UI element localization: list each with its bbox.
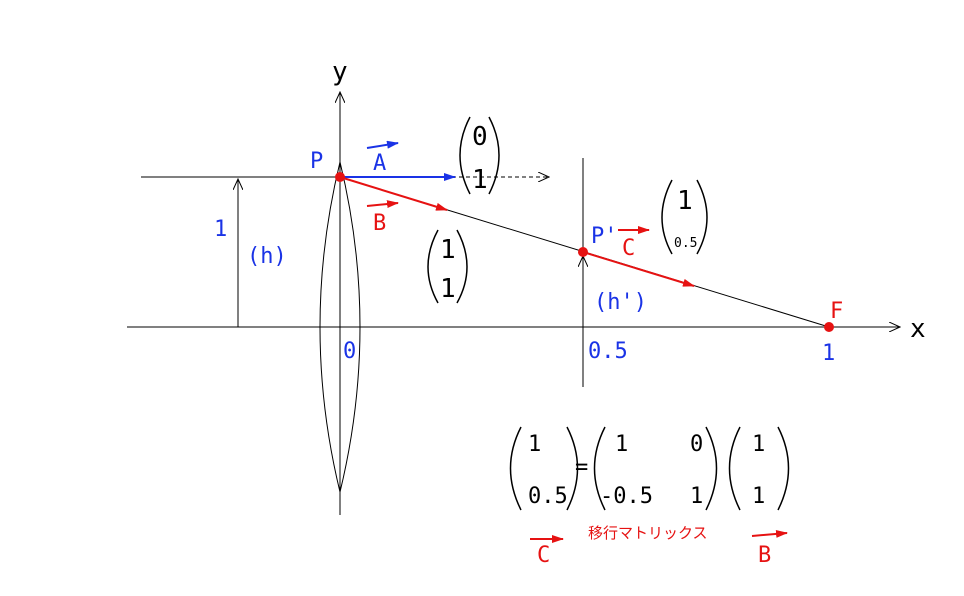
- matrix-cell-12: 0: [690, 432, 703, 457]
- point-p-label: P: [310, 149, 323, 174]
- vector-a-overline-arrow: [366, 140, 399, 149]
- point-f-label: F: [830, 299, 843, 324]
- lhs-right-bracket: [566, 426, 579, 511]
- vector-c-label: C: [622, 236, 635, 261]
- tick-label-half: 0.5: [588, 339, 628, 364]
- point-p-prime-dot: [578, 247, 588, 257]
- matrix-cell-11: 1: [615, 432, 628, 457]
- caption-b-label: B: [758, 543, 771, 568]
- height-value-label: 1: [214, 217, 227, 242]
- lens-shape: [319, 161, 361, 493]
- point-p-dot: [335, 172, 345, 182]
- caption-c-label: C: [537, 543, 550, 568]
- vector-c-value-bottom: 0.5: [674, 236, 697, 251]
- rhs-left-bracket: [728, 426, 741, 511]
- matrix-cell-22: 1: [690, 484, 703, 509]
- equals-sign: =: [575, 455, 588, 480]
- vector-b-arrow: [339, 176, 448, 211]
- vector-b-value-top: 1: [440, 235, 456, 265]
- matrix-left-bracket: [593, 426, 606, 511]
- vector-a-value-top: 0: [472, 122, 488, 152]
- tick-label-one: 1: [822, 341, 835, 366]
- height-h-prime-label: (h'): [594, 290, 647, 315]
- point-f-dot: [824, 322, 834, 332]
- vector-a-label: A: [373, 151, 386, 176]
- vector-a-value-bottom: 1: [472, 165, 488, 195]
- vector-b-column: 1 1: [427, 229, 468, 304]
- lhs-value-top: 1: [528, 432, 541, 457]
- rhs-right-bracket: [777, 426, 790, 511]
- vector-b-overline-arrow: [366, 200, 399, 209]
- y-axis-label: y: [332, 57, 348, 87]
- height-h-label: (h): [247, 244, 287, 269]
- tick-label-origin: 0: [343, 339, 356, 364]
- transfer-matrix-caption: 移行マトリックス: [588, 524, 708, 542]
- transfer-equation: 1 0.5 = 1 0 -0.5 1 1 1: [509, 426, 790, 511]
- caption-b-overline-arrow: [751, 529, 788, 538]
- point-p-prime-label: P': [591, 224, 618, 249]
- lhs-left-bracket: [509, 426, 522, 511]
- vector-c-column: 1 0.5: [661, 179, 708, 255]
- vector-a-column: 0 1: [459, 116, 500, 195]
- rhs-value-top: 1: [752, 432, 765, 457]
- x-axis-label: x: [910, 314, 926, 344]
- vector-b-label: B: [373, 211, 386, 236]
- lhs-value-bottom: 0.5: [528, 484, 568, 509]
- vector-b-value-bottom: 1: [440, 274, 456, 304]
- matrix-right-bracket: [705, 426, 718, 511]
- vector-c-arrow: [582, 251, 695, 287]
- vector-c-value-top: 1: [677, 186, 693, 216]
- rhs-value-bottom: 1: [752, 484, 765, 509]
- matrix-cell-21: -0.5: [600, 484, 653, 509]
